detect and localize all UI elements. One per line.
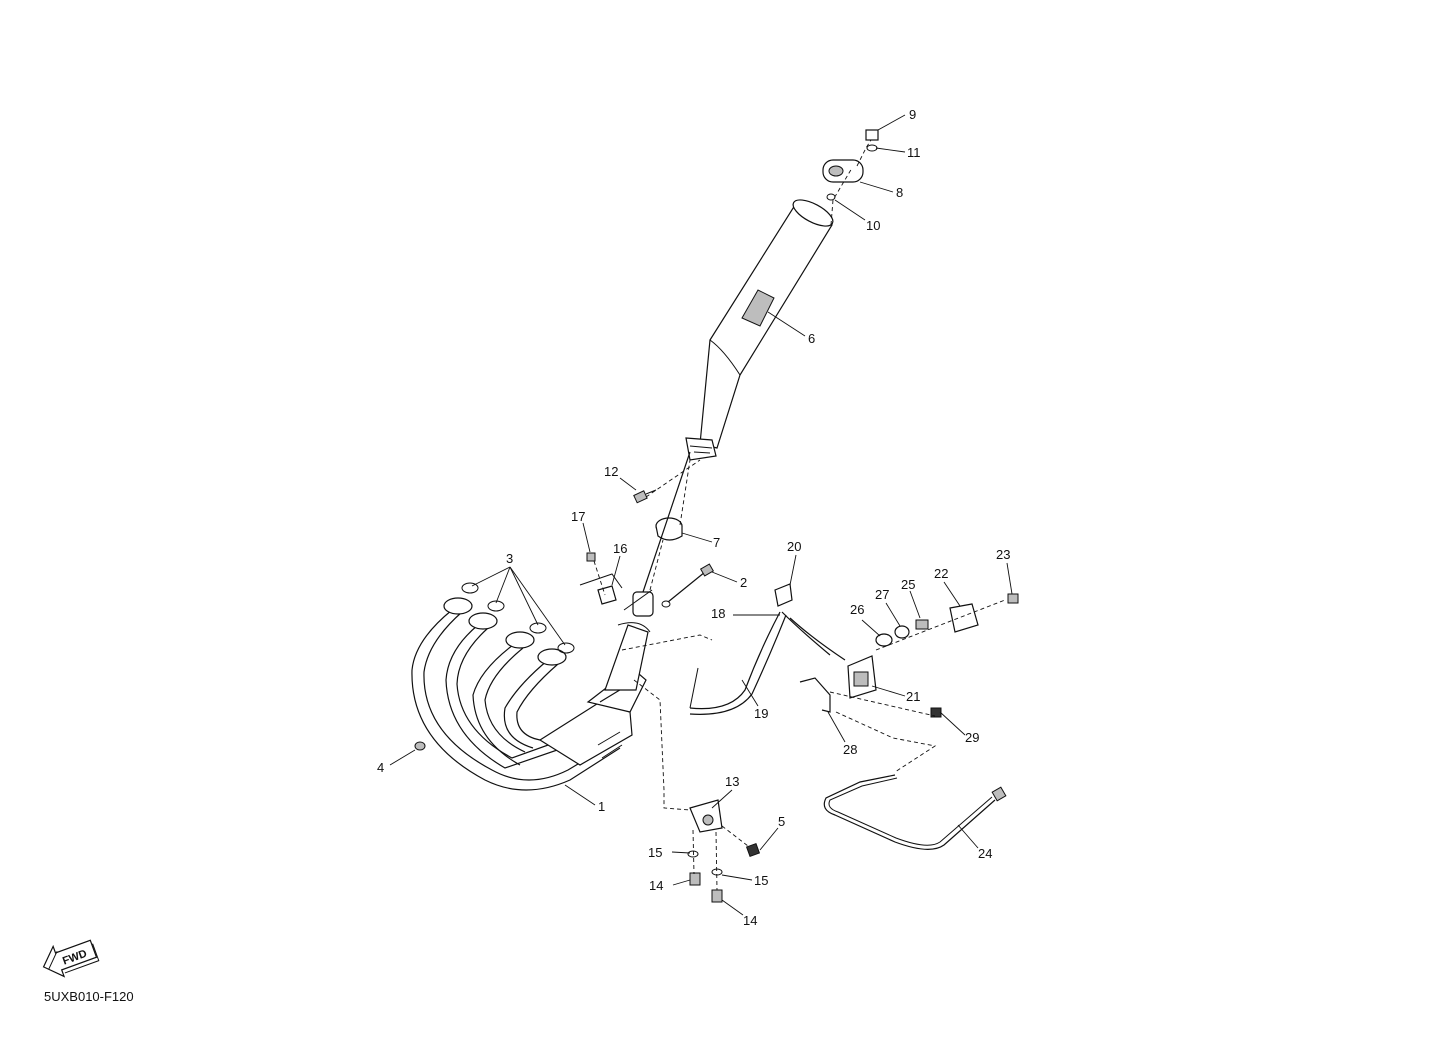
label-27: 27 xyxy=(875,587,889,602)
sensor-2 xyxy=(661,563,715,608)
assembly-lines xyxy=(593,139,1006,891)
label-7: 7 xyxy=(713,535,720,550)
part-labels: 9 11 8 10 6 12 7 2 17 16 3 4 1 13 5 15 1… xyxy=(377,107,1010,928)
label-25: 25 xyxy=(901,577,915,592)
label-16: 16 xyxy=(613,541,627,556)
bolt-12 xyxy=(633,489,657,504)
diagram-code: 5UXB010-F120 xyxy=(44,989,134,1004)
nut-4 xyxy=(414,741,426,751)
label-14-right: 14 xyxy=(743,913,757,928)
label-6: 6 xyxy=(808,331,815,346)
label-2: 2 xyxy=(740,575,747,590)
label-20: 20 xyxy=(787,539,801,554)
gaskets-3 xyxy=(461,582,575,654)
label-18: 18 xyxy=(711,606,725,621)
label-28: 28 xyxy=(843,742,857,757)
bracket-16 xyxy=(579,552,623,605)
label-12: 12 xyxy=(604,464,618,479)
fwd-arrow: FWD xyxy=(42,939,100,978)
label-22: 22 xyxy=(934,566,948,581)
label-11: 11 xyxy=(907,145,921,160)
leader-lines xyxy=(389,114,1013,916)
label-15-right: 15 xyxy=(754,873,768,888)
label-4: 4 xyxy=(377,760,384,775)
label-26: 26 xyxy=(850,602,864,617)
hanger-13 xyxy=(687,799,761,903)
label-21: 21 xyxy=(906,689,920,704)
label-9: 9 xyxy=(909,107,916,122)
lead-wire-24 xyxy=(823,774,1007,850)
label-1: 1 xyxy=(598,799,605,814)
label-14-left: 14 xyxy=(649,878,663,893)
exup-cables xyxy=(689,583,846,715)
label-3: 3 xyxy=(506,551,513,566)
label-5: 5 xyxy=(778,814,785,829)
label-17: 17 xyxy=(571,509,585,524)
label-8: 8 xyxy=(896,185,903,200)
label-23: 23 xyxy=(996,547,1010,562)
label-24: 24 xyxy=(978,846,992,861)
label-19: 19 xyxy=(754,706,768,721)
label-10: 10 xyxy=(866,218,880,233)
muffler xyxy=(685,199,834,461)
label-13: 13 xyxy=(725,774,739,789)
servo-motor-21 xyxy=(799,593,1019,718)
exhaust-pipes xyxy=(411,451,691,791)
label-29: 29 xyxy=(965,730,979,745)
muffler-bracket-parts xyxy=(822,129,879,201)
label-15-left: 15 xyxy=(648,845,662,860)
gasket-7 xyxy=(655,517,683,541)
